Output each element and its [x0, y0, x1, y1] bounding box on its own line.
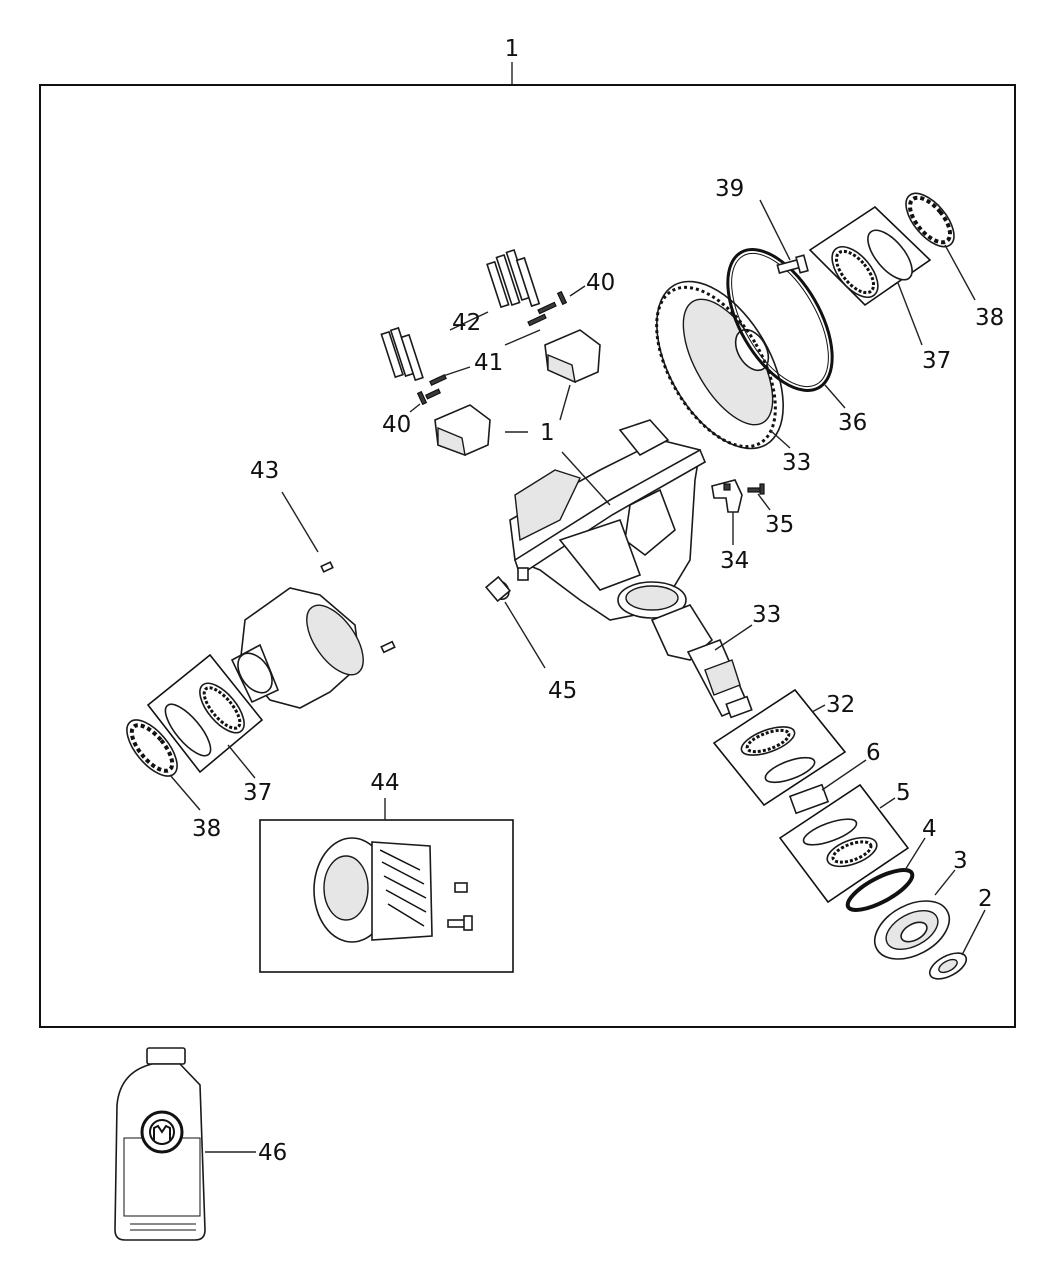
leader-line: [409, 403, 421, 413]
callout-37-left: 37: [243, 780, 272, 806]
callout-46: 46: [258, 1140, 287, 1166]
seal-ring: [726, 248, 834, 392]
leader-line: [561, 451, 611, 506]
leader-line: [504, 329, 541, 346]
leader-line: [169, 774, 201, 811]
leader-line: [281, 491, 319, 553]
callout-35: 35: [765, 512, 794, 538]
sensor-screw: [747, 483, 765, 495]
callout-4: 4: [922, 816, 937, 842]
differential-case: [230, 587, 364, 709]
callout-45: 45: [548, 678, 577, 704]
callout-2: 2: [978, 886, 993, 912]
bearing-left: [126, 719, 178, 777]
leader-line: [824, 384, 846, 409]
leader-line: [569, 285, 586, 297]
callout-6: 6: [866, 740, 881, 766]
leader-line: [439, 366, 471, 378]
leader-line: [769, 429, 791, 449]
bearing-box-32: [712, 688, 847, 807]
pinion-seal: [845, 868, 915, 912]
leader-line: [961, 909, 986, 956]
leader-line: [904, 837, 926, 871]
callout-43: 43: [250, 458, 279, 484]
leader-line: [821, 759, 867, 791]
leader-line: [559, 384, 571, 421]
leader-line: [757, 493, 771, 511]
leader-line: [449, 311, 489, 331]
callout-37-right: 37: [922, 348, 951, 374]
bearing-box-5: [778, 783, 910, 904]
cap-bolts: [380, 248, 541, 382]
bearing-cap: [434, 404, 491, 457]
oil-bottle: [114, 1047, 206, 1241]
callout-5: 5: [896, 780, 911, 806]
collapsible-spacer: [788, 783, 830, 815]
leader-line: [759, 199, 791, 261]
callout-40-bottom: 40: [382, 412, 411, 438]
callout-3: 3: [953, 848, 968, 874]
pinion-nut: [928, 952, 968, 980]
callout-1-top: 1: [505, 36, 520, 62]
bearing-box-right: [808, 205, 932, 307]
callout-33-pinion: 33: [752, 602, 781, 628]
gear-set-box: [259, 819, 514, 973]
callout-32: 32: [826, 692, 855, 718]
sensor: [711, 479, 743, 513]
dowel-pins: [416, 290, 568, 406]
callout-36: 36: [838, 410, 867, 436]
bearing-right: [905, 192, 955, 248]
leader-line: [504, 601, 546, 669]
carrier-housing: [509, 419, 707, 621]
ring-gear-bolt: [776, 254, 809, 274]
callout-41: 41: [474, 350, 503, 376]
leader-line: [811, 704, 826, 713]
callout-42: 42: [452, 310, 481, 336]
spacer: [484, 575, 512, 603]
assembly-frame: [39, 84, 1016, 1028]
callout-38-left: 38: [192, 816, 221, 842]
pinion-gear: [650, 604, 753, 719]
bearing-box-left: [146, 653, 264, 774]
leader-line: [897, 282, 923, 346]
callout-33-gear: 33: [782, 450, 811, 476]
callout-39: 39: [715, 176, 744, 202]
leader-line: [934, 869, 956, 896]
callout-40-top: 40: [586, 270, 615, 296]
callout-44: 44: [370, 770, 399, 796]
pinion-flange: [873, 900, 951, 960]
keys: [320, 561, 396, 654]
ring-gear: [655, 280, 784, 450]
callout-34: 34: [720, 548, 749, 574]
leader-line: [944, 244, 976, 301]
leader-line: [714, 624, 753, 651]
leader-line: [227, 744, 256, 779]
callout-1-mid: 1: [540, 420, 555, 446]
bearing-cap: [544, 329, 601, 384]
callout-38-right: 38: [975, 305, 1004, 331]
leader-line: [879, 797, 896, 809]
